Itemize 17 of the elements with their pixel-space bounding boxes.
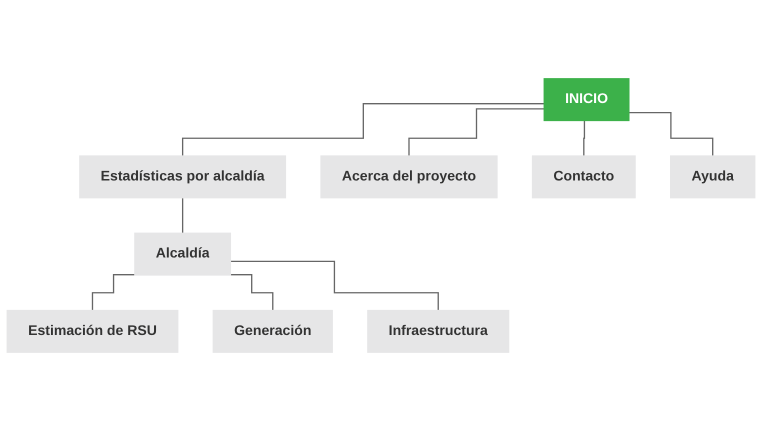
node-box: Alcaldía	[134, 232, 232, 276]
connector	[230, 260, 439, 311]
connector	[92, 274, 135, 311]
node-box: Estadísticas por alcaldía	[79, 155, 286, 198]
connector	[230, 274, 274, 311]
connector	[629, 112, 714, 156]
connector	[408, 108, 544, 156]
node-box: Infraestructura	[367, 310, 510, 353]
node-box: Estimación de RSU	[6, 310, 178, 353]
connector	[182, 197, 184, 234]
node-box: INICIO	[544, 78, 630, 122]
connector	[182, 103, 544, 156]
node-box: Ayuda	[670, 155, 756, 198]
node-box: Generación	[212, 310, 333, 353]
connector	[583, 120, 586, 156]
node-box: Acerca del proyecto	[320, 155, 498, 198]
node-box: Contacto	[532, 155, 636, 198]
